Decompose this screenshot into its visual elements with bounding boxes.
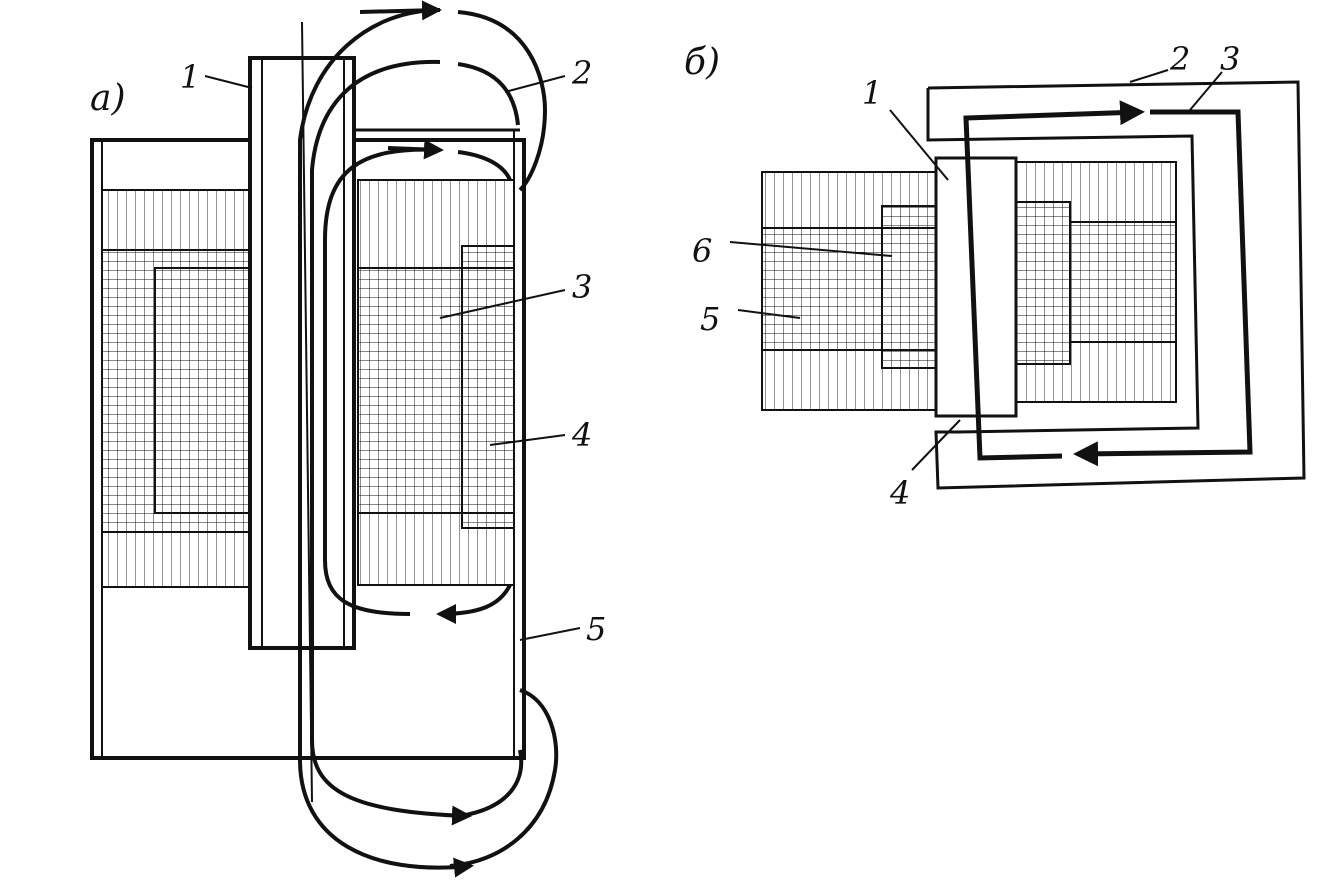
panel-a-flux-middle <box>310 59 472 826</box>
panel-a-flux-bottom-right2 <box>459 749 524 818</box>
panel-b-leader-2 <box>1129 69 1169 83</box>
panel-a-flux-inner-top-marker <box>387 139 444 160</box>
panel-a-leader-1 <box>204 75 253 89</box>
panel-b-leader-1 <box>889 109 949 181</box>
panel-a: а) 1 2 3 4 5 <box>90 0 606 878</box>
panel-a-leader-4 <box>489 434 566 446</box>
panel-a-label: а) <box>90 78 126 119</box>
panel-b-right-coil-notch <box>1015 201 1071 365</box>
panel-b-callout-2: 2 <box>1169 40 1190 78</box>
panel-a-leader-2 <box>504 75 566 93</box>
panel-b-housing-inner <box>926 88 1200 434</box>
panel-a-leader-5 <box>519 627 581 641</box>
panel-a-flux-outer-marker <box>359 0 442 21</box>
panel-b-housing-outer <box>927 80 1306 490</box>
panel-a-callout-5: 5 <box>586 610 606 648</box>
panel-b-left-coil-notch <box>881 205 939 369</box>
panel-b-flux-path-left <box>963 100 1145 461</box>
panel-b-leader-4 <box>911 419 961 471</box>
panel-b-right-coil-inner <box>1069 221 1177 343</box>
panel-a-callout-3: 3 <box>572 268 592 306</box>
panel-b-callout-3: 3 <box>1220 40 1240 78</box>
panel-b-callout-5: 5 <box>700 300 720 338</box>
panel-b-callout-6: 6 <box>692 232 712 270</box>
panel-a-callout-2: 2 <box>571 54 592 92</box>
panel-b-leader-3 <box>1189 71 1223 111</box>
panel-a-flux-bottom-right <box>449 688 559 868</box>
panel-b-callout-4: 4 <box>889 474 910 512</box>
panel-a-leader-3 <box>439 289 566 319</box>
panel-a-right-coil-notch <box>461 245 515 529</box>
panel-a-callout-4: 4 <box>571 416 592 454</box>
panel-a-left-coil-notch <box>154 267 253 514</box>
panel-b-leader-5 <box>737 309 801 319</box>
panel-a-callout-1: 1 <box>180 58 200 96</box>
panel-a-flux-outer-return <box>457 10 548 192</box>
panel-b-flux-path <box>1073 109 1253 467</box>
panel-b-callout-1: 1 <box>862 74 882 112</box>
panel-b-label: б) <box>684 42 720 83</box>
panel-a-flux-middle-return <box>457 62 520 126</box>
panel-a-flux-inner <box>323 147 441 616</box>
panel-a-flux-inner-bottom <box>436 584 512 624</box>
panel-a-flux-inner-top-return <box>457 150 512 181</box>
panel-b-leader-6 <box>729 241 893 257</box>
panel-b: б) 1 2 3 4 5 6 <box>684 40 1306 512</box>
panel-a-flux-outer <box>298 8 474 878</box>
